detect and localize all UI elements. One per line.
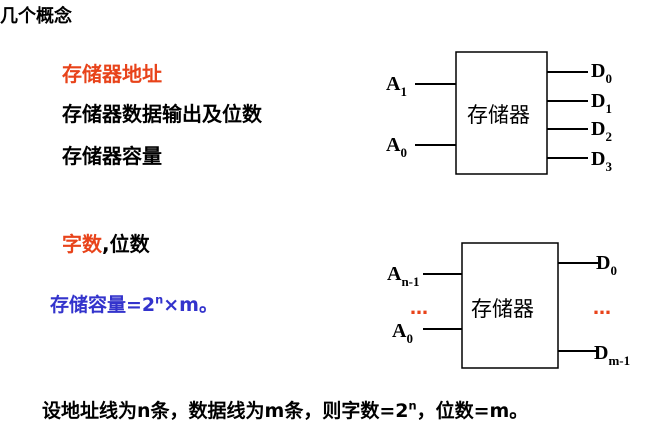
output-label-d0: D0 (591, 60, 612, 87)
input-a0-main: A (386, 134, 401, 156)
output-d0-2-sub: 0 (610, 263, 617, 278)
input-a1-main: A (386, 73, 401, 95)
formula-prefix: 存储容量=2 (50, 294, 156, 316)
input-label-a0-2: A0 (392, 320, 413, 347)
page-title: 几个概念 (0, 6, 72, 27)
word-bits-line: 字数,位数 (62, 228, 150, 257)
input-a1-sub: 1 (400, 84, 407, 99)
input-an1-sub: n-1 (401, 274, 420, 289)
memory-label-2: 存储器 (471, 297, 534, 321)
output-dm1-sub: m-1 (608, 353, 631, 368)
output-ellipsis: … (593, 298, 613, 319)
output-d2-sub: 2 (605, 129, 612, 144)
word-bits-sep: , (102, 232, 110, 256)
formula-exponent: n (155, 292, 164, 307)
concept-data-output: 存储器数据输出及位数 (62, 102, 262, 126)
input-ellipsis: … (410, 298, 430, 319)
output-d0-main: D (591, 60, 606, 82)
footer-exponent: n (408, 398, 417, 413)
memory-box-1 (455, 51, 548, 175)
memory-box-2 (461, 242, 559, 369)
concept-capacity: 存储器容量 (62, 144, 162, 168)
output-label-d1: D1 (591, 90, 612, 117)
input-label-a0: A0 (386, 134, 407, 161)
output-d3-sub: 3 (605, 159, 612, 174)
memory-label-1: 存储器 (467, 103, 530, 127)
bits-label: 位数 (109, 232, 150, 256)
output-dm1-main: D (594, 342, 609, 364)
footer-statement: 设地址线为n条，数据线为m条，则字数=2n，位数=m。 (42, 396, 528, 423)
word-count-label: 字数 (62, 232, 102, 256)
input-a0-2-sub: 0 (406, 331, 413, 346)
input-a0-sub: 0 (400, 145, 407, 160)
output-label-dm1: Dm-1 (594, 342, 630, 369)
output-label-d3: D3 (591, 148, 612, 175)
capacity-formula: 存储容量=2n×m。 (50, 290, 218, 317)
output-d1-main: D (591, 90, 606, 112)
concept-address: 存储器地址 (62, 62, 162, 86)
output-d1-sub: 1 (605, 101, 612, 116)
output-d2-main: D (591, 118, 606, 140)
footer-part1: 设地址线为n条，数据线为m条，则字数=2 (42, 400, 409, 422)
input-a0-2-main: A (392, 320, 407, 342)
input-label-an1: An-1 (387, 263, 420, 290)
formula-suffix: ×m。 (163, 294, 218, 316)
output-d0-2-main: D (596, 252, 611, 274)
output-d0-sub: 0 (605, 71, 612, 86)
footer-part2: ，位数=m。 (416, 400, 529, 422)
output-label-d0-2: D0 (596, 252, 617, 279)
input-an1-main: A (387, 263, 402, 285)
output-d3-main: D (591, 148, 606, 170)
input-label-a1: A1 (386, 73, 407, 100)
output-label-d2: D2 (591, 118, 612, 145)
